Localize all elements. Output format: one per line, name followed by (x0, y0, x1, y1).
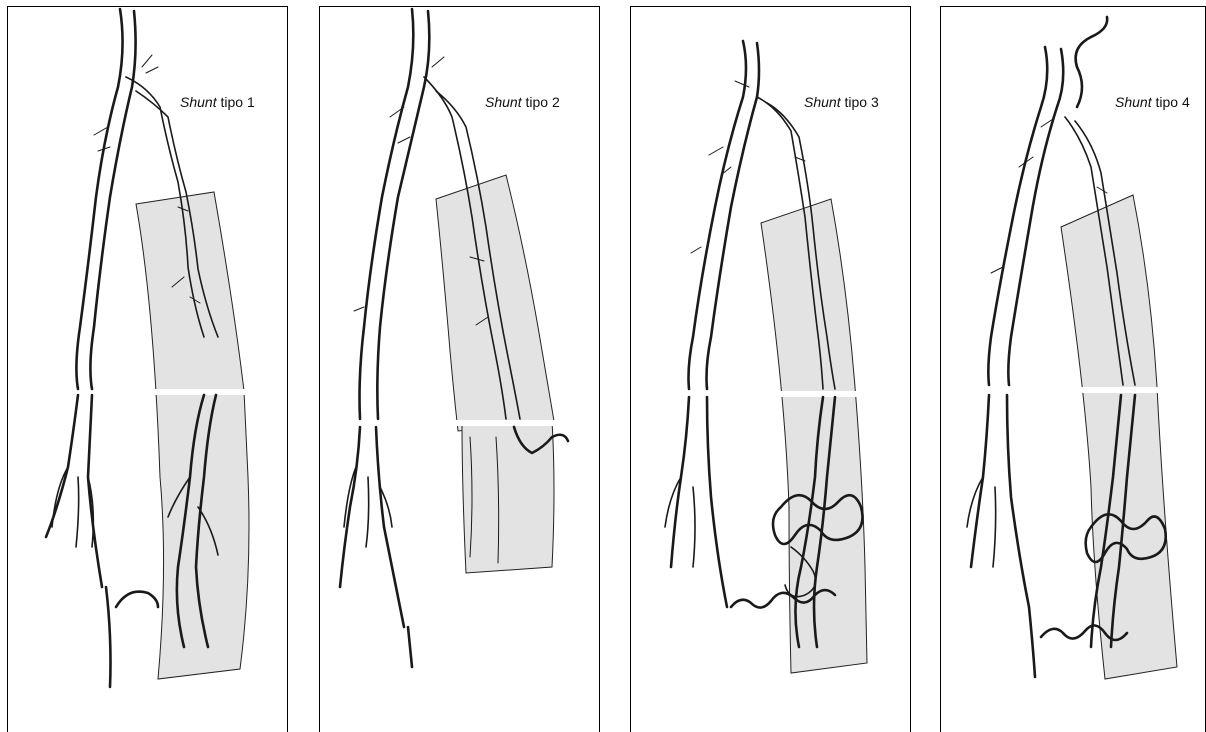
vessel-illustration-4 (941, 7, 1206, 732)
panel-shunt-tipo-3: Shunt tipo 3 (630, 6, 911, 732)
label-italic: Shunt (485, 94, 522, 110)
label-italic: Shunt (180, 94, 217, 110)
label-rest: tipo 2 (522, 94, 560, 110)
panel-shunt-tipo-1: Shunt tipo 1 (7, 6, 288, 732)
label-rest: tipo 1 (217, 94, 255, 110)
label-rest: tipo 4 (1152, 94, 1190, 110)
panel-label: Shunt tipo 2 (485, 94, 560, 110)
vessel-illustration-1 (8, 7, 288, 732)
vessel-illustration-2 (320, 7, 600, 732)
panel-label: Shunt tipo 4 (1115, 94, 1190, 110)
label-rest: tipo 3 (841, 94, 879, 110)
panel-shunt-tipo-2: Shunt tipo 2 (319, 6, 600, 732)
label-italic: Shunt (1115, 94, 1152, 110)
panel-label: Shunt tipo 1 (180, 94, 255, 110)
panel-label: Shunt tipo 3 (804, 94, 879, 110)
label-italic: Shunt (804, 94, 841, 110)
panel-shunt-tipo-4: Shunt tipo 4 (940, 6, 1206, 732)
vessel-illustration-3 (631, 7, 911, 732)
